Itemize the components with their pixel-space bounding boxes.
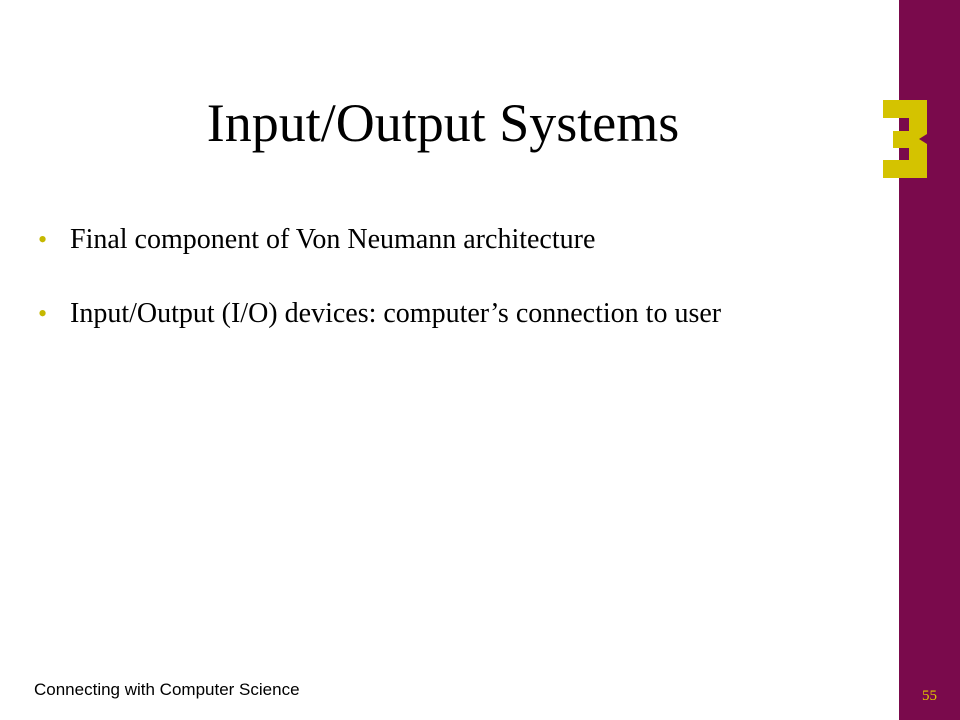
page-number: 55 — [922, 688, 937, 704]
chapter-number-badge — [879, 98, 931, 180]
bullet-list: • Final component of Von Neumann archite… — [38, 222, 870, 370]
footer-text: Connecting with Computer Science — [34, 680, 300, 699]
bullet-text: Final component of Von Neumann architect… — [70, 224, 596, 255]
bullet-marker: • — [38, 299, 48, 328]
bullet-item: • Input/Output (I/O) devices: computer’s… — [38, 296, 870, 332]
bullet-item: • Final component of Von Neumann archite… — [38, 222, 870, 258]
bullet-text: Input/Output (I/O) devices: computer’s c… — [70, 298, 722, 329]
bullet-marker: • — [38, 225, 48, 254]
chapter-number-graphic — [883, 100, 927, 178]
slide-title: Input/Output Systems — [206, 93, 680, 153]
